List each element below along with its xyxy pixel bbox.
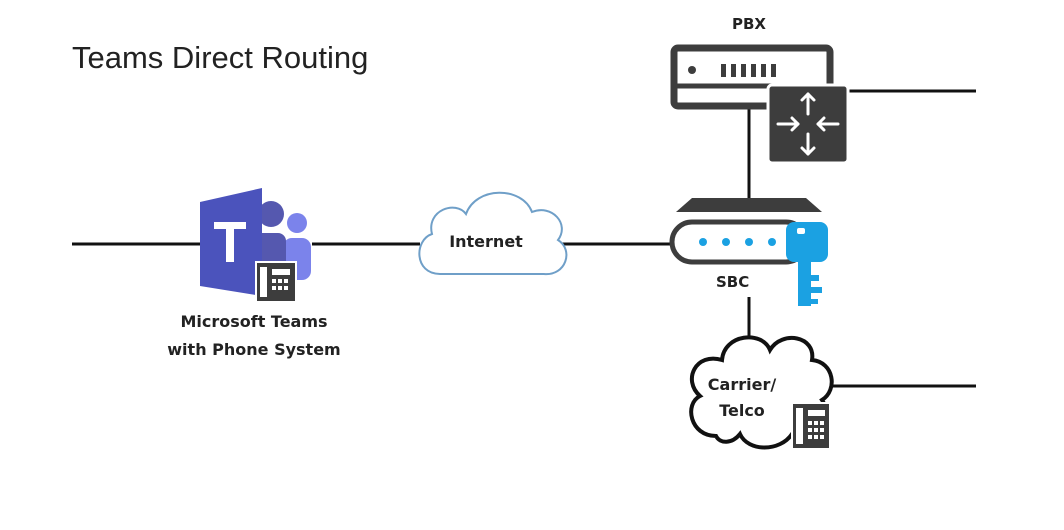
carrier-desk-phone-icon xyxy=(791,402,831,450)
pbx-label: PBX xyxy=(732,15,766,33)
carrier-label: Carrier/ Telco xyxy=(708,372,776,424)
microsoft-teams-logo-icon xyxy=(200,188,311,296)
carrier-label-line2: Telco xyxy=(719,401,765,420)
teams-desk-phone-icon xyxy=(255,261,297,303)
internet-cloud-icon xyxy=(418,191,568,276)
key-icon xyxy=(786,222,828,306)
sbc-device-icon xyxy=(669,198,822,265)
teams-label: Microsoft Teams with Phone System xyxy=(167,308,340,364)
teams-label-line2: with Phone System xyxy=(167,340,341,359)
router-arrows-icon xyxy=(766,83,850,165)
teams-label-line1: Microsoft Teams xyxy=(180,312,328,331)
internet-label: Internet xyxy=(449,232,523,251)
carrier-label-line1: Carrier/ xyxy=(707,375,777,394)
sbc-label: SBC xyxy=(716,273,750,291)
connection-lines xyxy=(72,89,976,388)
diagram-title: Teams Direct Routing xyxy=(72,40,369,75)
